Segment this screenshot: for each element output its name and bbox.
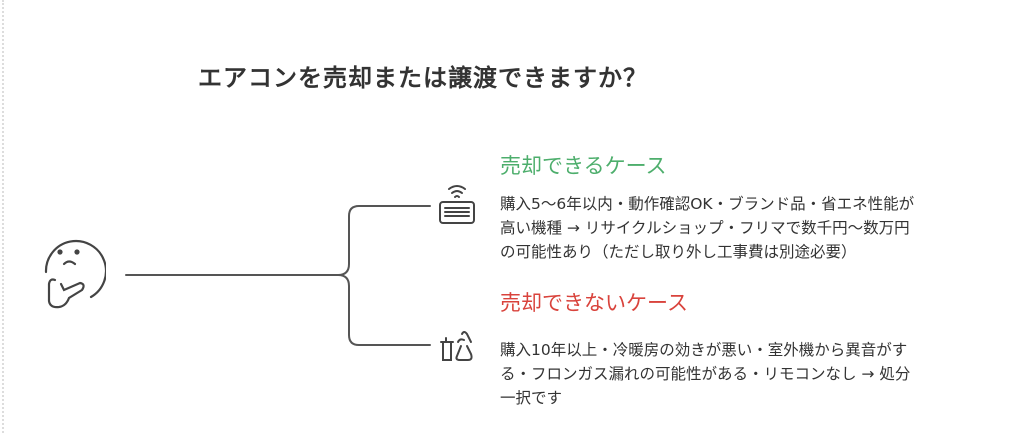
trash-recycle-icon (440, 331, 473, 361)
trunk-line (125, 205, 431, 276)
branch-text-sellable: 購入5〜6年以内・動作確認OK・ブランド品・省エネ性能が高い機種 → リサイクル… (500, 195, 915, 261)
thinking-face-icon (44, 239, 106, 309)
branch-heading-sellable: 売却できるケース (500, 154, 667, 178)
diagram-title: エアコンを売却または譲渡できますか？ (198, 64, 648, 92)
page-edge (2, 0, 4, 433)
branch-heading-not-sellable: 売却できないケース (500, 291, 688, 315)
air-conditioner-icon (439, 185, 475, 224)
branch-text-not-sellable: 購入10年以上・冷暖房の効きが悪い・室外機から異音がする・フロンガス漏れの可能性… (500, 341, 911, 407)
branch-line-bottom (337, 274, 431, 346)
